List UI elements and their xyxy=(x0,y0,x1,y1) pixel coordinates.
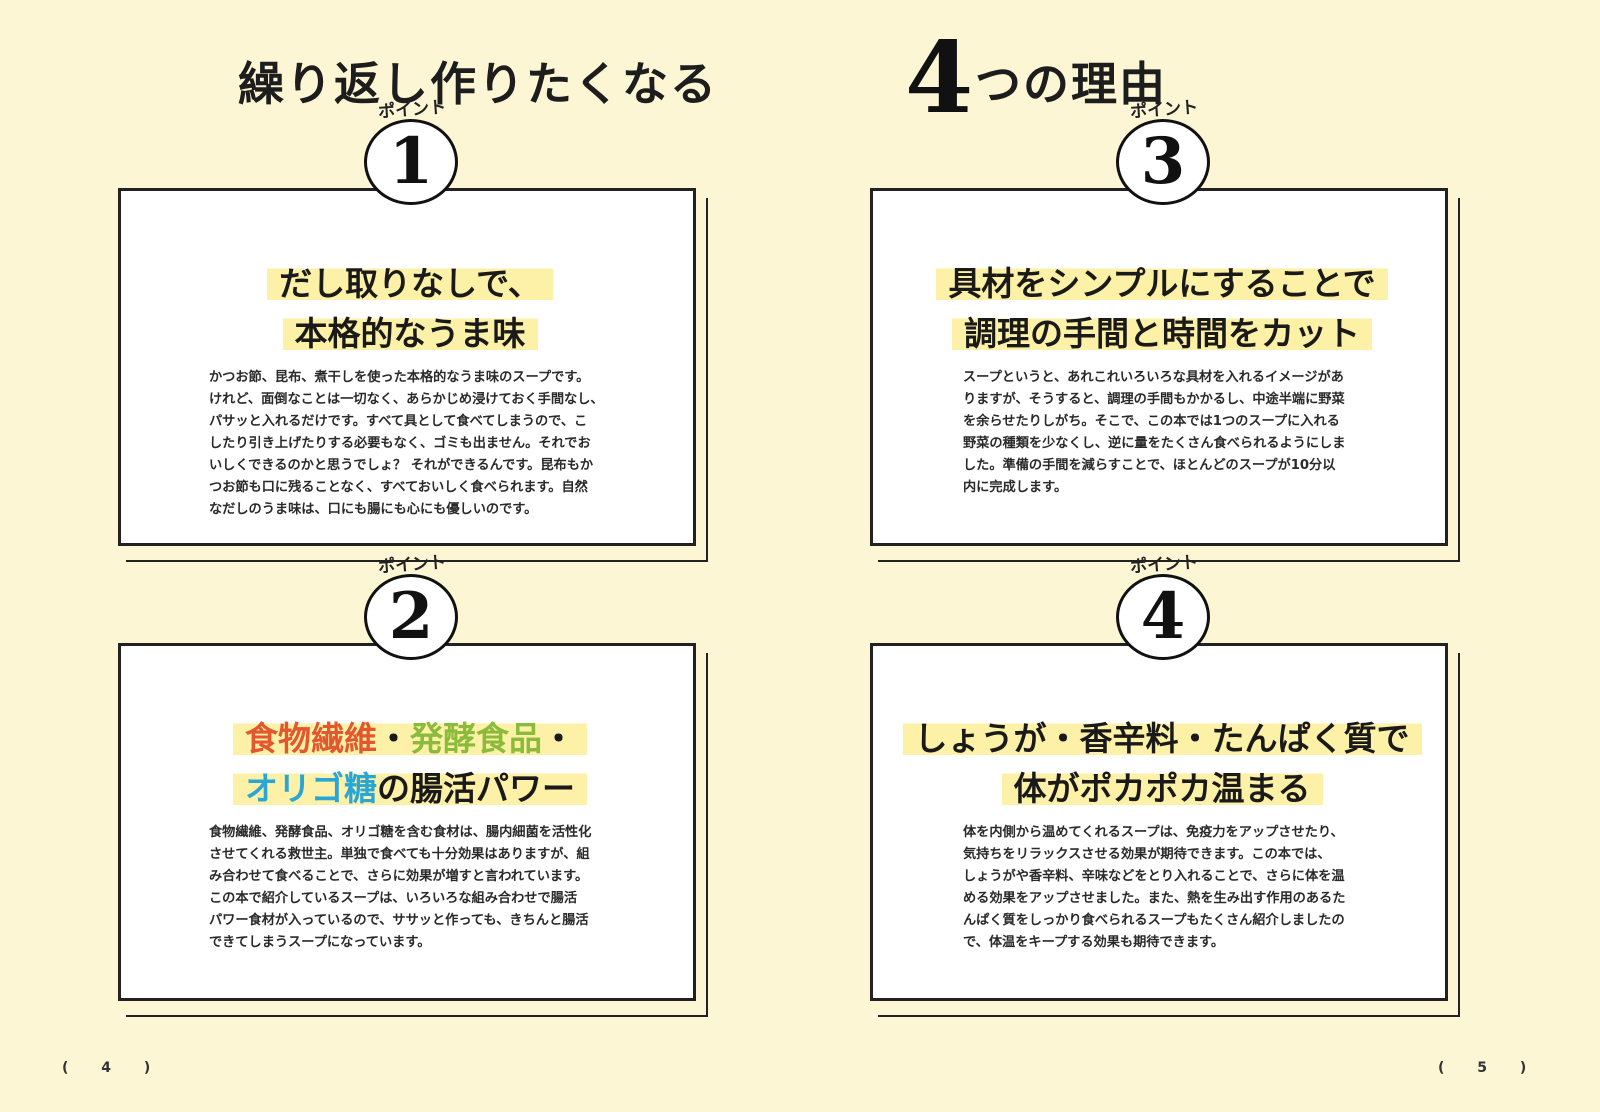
heading-fermented: 発酵食品 xyxy=(410,719,542,758)
badge-number: 3 xyxy=(1140,124,1186,199)
point-badge: ポイント 3 xyxy=(1104,95,1224,215)
heading-line-2: 本格的なうま味 xyxy=(282,314,538,353)
heading-line-1: 具材をシンプルにすることで xyxy=(936,264,1388,303)
page-number-left: ( 4 ) xyxy=(62,1060,165,1076)
point-card-4: ポイント 4 しょうが・香辛料・たんぱく質で 体がポカポカ温まる 体を内側から温… xyxy=(870,553,1460,1017)
card-shadow xyxy=(126,653,708,1017)
point-card-2: ポイント 2 食物繊維・発酵食品・ オリゴ糖の腸活パワー 食物繊維、発酵食品、オ… xyxy=(118,553,708,1017)
badge-circle: 3 xyxy=(1116,119,1210,205)
card-shadow xyxy=(126,198,708,562)
title-number: 4 xyxy=(905,21,974,136)
title-text-right: つの理由 xyxy=(975,57,1167,111)
card-body: 食物繊維、発酵食品、オリゴ糖を含む食材は、腸内細菌を活性化 させてくれる救世主。… xyxy=(209,825,592,950)
card-shadow xyxy=(878,198,1460,562)
heading-oligo: オリゴ糖 xyxy=(245,769,377,808)
heading-line-1: だし取りなしで、 xyxy=(267,264,553,303)
heading-line-1: しょうが・香辛料・たんぱく質で xyxy=(902,719,1422,758)
point-badge: ポイント 2 xyxy=(352,550,472,670)
heading-separator: ・ xyxy=(377,719,410,758)
card-box: ポイント 2 食物繊維・発酵食品・ オリゴ糖の腸活パワー 食物繊維、発酵食品、オ… xyxy=(118,553,699,1001)
badge-number: 4 xyxy=(1140,579,1186,654)
heading-line-2: 調理の手間と時間をカット xyxy=(952,314,1372,353)
card-body: 体を内側から温めてくれるスープは、免疫力をアップさせたり、 気持ちをリラックスさ… xyxy=(963,825,1346,950)
card-shadow xyxy=(878,653,1460,1017)
point-badge: ポイント 4 xyxy=(1104,550,1224,670)
card-heading: 具材をシンプルにすることで 調理の手間と時間をカット xyxy=(873,259,1451,359)
card-heading: だし取りなしで、 本格的なうま味 xyxy=(121,259,699,359)
heading-fiber: 食物繊維 xyxy=(245,719,377,758)
card-box: ポイント 1 だし取りなしで、 本格的なうま味 かつお節、昆布、煮干しを使った本… xyxy=(118,98,699,546)
page-title: 繰り返し作りたくなる 4 つの理由 xyxy=(0,30,1600,128)
heading-rest: の腸活パワー xyxy=(377,769,575,808)
page-number-right: ( 5 ) xyxy=(1438,1060,1541,1076)
card-box: ポイント 3 具材をシンプルにすることで 調理の手間と時間をカット スープという… xyxy=(870,98,1451,546)
card-heading: 食物繊維・発酵食品・ オリゴ糖の腸活パワー xyxy=(121,714,699,814)
heading-separator: ・ xyxy=(542,719,575,758)
card-heading: しょうが・香辛料・たんぱく質で 体がポカポカ温まる xyxy=(873,714,1451,814)
card-body: スープというと、あれこれいろいろな具材を入れるイメージがあ りますが、そうすると… xyxy=(963,370,1346,495)
heading-line-2: オリゴ糖の腸活パワー xyxy=(233,769,587,808)
point-card-3: ポイント 3 具材をシンプルにすることで 調理の手間と時間をカット スープという… xyxy=(870,98,1460,562)
badge-number: 2 xyxy=(388,579,434,654)
badge-circle: 1 xyxy=(364,119,458,205)
heading-line-1: 食物繊維・発酵食品・ xyxy=(233,719,587,758)
card-box: ポイント 4 しょうが・香辛料・たんぱく質で 体がポカポカ温まる 体を内側から温… xyxy=(870,553,1451,1001)
point-card-1: ポイント 1 だし取りなしで、 本格的なうま味 かつお節、昆布、煮干しを使った本… xyxy=(118,98,708,562)
title-text-left: 繰り返し作りたくなる xyxy=(238,57,718,111)
point-badge: ポイント 1 xyxy=(352,95,472,215)
card-body: かつお節、昆布、煮干しを使った本格的なうま味のスープです。 けれど、面倒なことは… xyxy=(209,370,604,517)
badge-number: 1 xyxy=(388,124,434,199)
badge-circle: 4 xyxy=(1116,574,1210,660)
badge-circle: 2 xyxy=(364,574,458,660)
heading-line-2: 体がポカポカ温まる xyxy=(1001,769,1323,808)
